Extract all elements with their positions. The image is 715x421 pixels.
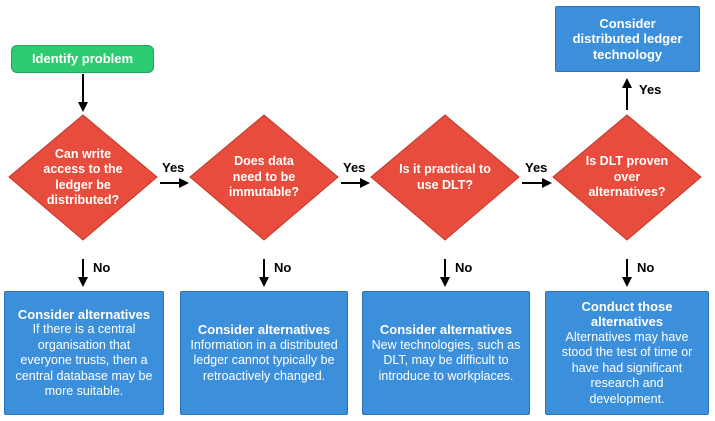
decision-text-3: Is it practical to use DLT? — [399, 162, 491, 192]
alternative-box-3: Consider alternatives New technologies, … — [362, 291, 530, 415]
decision-diamond-3 — [370, 114, 520, 241]
alternative-body: If there is a central organisation that … — [15, 322, 153, 398]
yes-label-2: Yes — [343, 160, 366, 175]
alternative-body: Information in a distributed ledger cann… — [190, 337, 338, 383]
alternative-box-4: Conduct those alternatives Alternatives … — [545, 291, 709, 415]
alternative-title: Consider alternatives — [379, 322, 513, 337]
alternative-title: Conduct those alternatives — [581, 298, 673, 330]
alternative-title: Consider alternatives — [197, 322, 331, 337]
alternative-title: Consider alternatives — [17, 306, 151, 322]
decision-text-1: Can write access to the ledger be distri… — [43, 146, 123, 208]
no-label-1: No — [93, 260, 111, 275]
no-label-2: No — [274, 260, 292, 275]
alternative-box-1: Consider alternatives If there is a cent… — [4, 291, 164, 415]
no-label-3: No — [455, 260, 473, 275]
start-node: Identify problem — [11, 45, 154, 73]
decision-text-2: Does data need to be immutable? — [228, 154, 300, 200]
decision-diamond-1 — [8, 114, 158, 241]
yes-label-3: Yes — [525, 160, 548, 175]
final-node: Consider distributed ledger technology — [555, 6, 700, 72]
yes-label-1: Yes — [162, 160, 185, 175]
alternative-box-2: Consider alternatives Information in a d… — [180, 291, 348, 415]
alternative-body: New technologies, such as DLT, may be di… — [371, 337, 521, 383]
yes-label-4: Yes — [639, 82, 662, 97]
decision-diamond-2 — [189, 114, 339, 241]
alternative-body: Alternatives may have stood the test of … — [561, 329, 693, 406]
decision-text-4: Is DLT proven over alternatives? — [585, 154, 669, 200]
decision-diamond-4 — [552, 114, 702, 241]
no-label-4: No — [637, 260, 655, 275]
